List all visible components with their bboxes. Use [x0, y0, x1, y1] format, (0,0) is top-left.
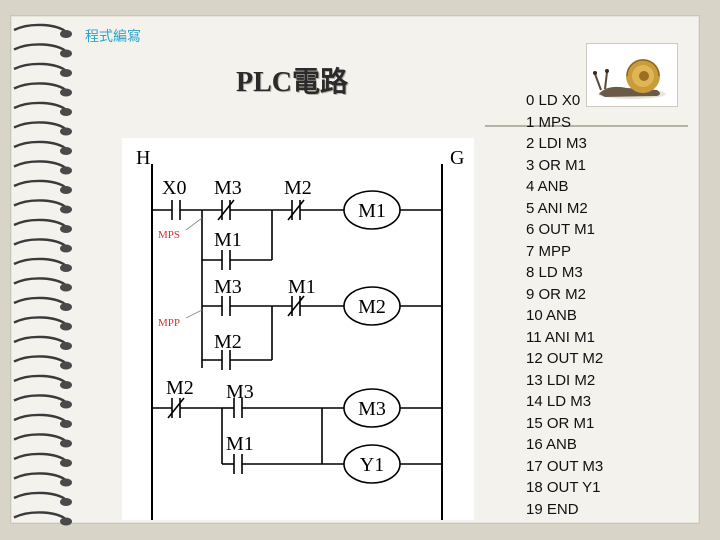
snail-image: [586, 43, 678, 107]
snail-icon: [593, 59, 666, 99]
binding-spiral-icon: [13, 23, 72, 526]
instruction-line: 13 LDI M2: [526, 371, 596, 389]
divider: [485, 125, 688, 127]
annotation-mps: MPS: [158, 229, 180, 241]
instruction-line: 15 OR M1: [526, 414, 595, 432]
contact-x0-label: X0: [162, 177, 186, 199]
coil-m2-label: M2: [358, 296, 386, 318]
instruction-line: 12 OUT M2: [526, 350, 604, 367]
instruction-line: 9 OR M2: [526, 285, 587, 303]
rail-right-label: G: [450, 147, 464, 169]
annotation-mpp: MPP: [158, 317, 180, 329]
instruction-list: 0 LD X0 1 MPS 2 LDI M3 3 OR M1 4 ANB 5 ANI M2…: [526, 90, 603, 520]
contact-m2-label: M2: [166, 377, 194, 399]
instruction-line: 19 END: [526, 500, 579, 518]
instruction-line: 16 ANB: [526, 436, 577, 453]
instruction-line: 2 LDI M3: [526, 135, 587, 152]
instruction-line: 5 ANI M2: [526, 199, 588, 217]
ladder-svg: H G: [136, 147, 464, 520]
instruction-line: 11 ANI M1: [526, 328, 595, 346]
instruction-line: 10 ANB: [526, 307, 577, 324]
contact-m1-label: M1: [226, 433, 254, 455]
slide-title: PLC電路: [236, 67, 349, 98]
coil-m1-label: M1: [358, 200, 386, 222]
coil-m3-label: M3: [358, 398, 386, 420]
instruction-line: 14 LD M3: [526, 393, 592, 410]
instruction-line: 17 OUT M3: [526, 457, 604, 475]
instruction-line: 7 MPP: [526, 242, 572, 260]
instruction-line: 4 ANB: [526, 178, 569, 195]
contact-m2-label: M2: [284, 177, 312, 199]
contact-m1-label: M1: [288, 276, 316, 298]
instruction-line: 0 LD X0: [526, 92, 581, 109]
instruction-line: 3 OR M1: [526, 156, 587, 174]
contact-m3-label: M3: [214, 177, 242, 199]
ladder-diagram: H G: [122, 138, 474, 520]
instruction-line: 6 OUT M1: [526, 221, 595, 238]
coil-y1-label: Y1: [360, 454, 384, 476]
header-title: 程式編寫: [85, 29, 141, 45]
contact-m1-label: M1: [214, 229, 242, 251]
contact-m3-label: M3: [214, 276, 242, 298]
instruction-line: 18 OUT Y1: [526, 479, 601, 496]
instruction-line: 1 MPS: [526, 113, 572, 131]
contact-m2-label: M2: [214, 331, 242, 353]
instruction-line: 8 LD M3: [526, 264, 583, 281]
contact-m3-label: M3: [226, 381, 254, 403]
rail-left-label: H: [136, 147, 150, 169]
